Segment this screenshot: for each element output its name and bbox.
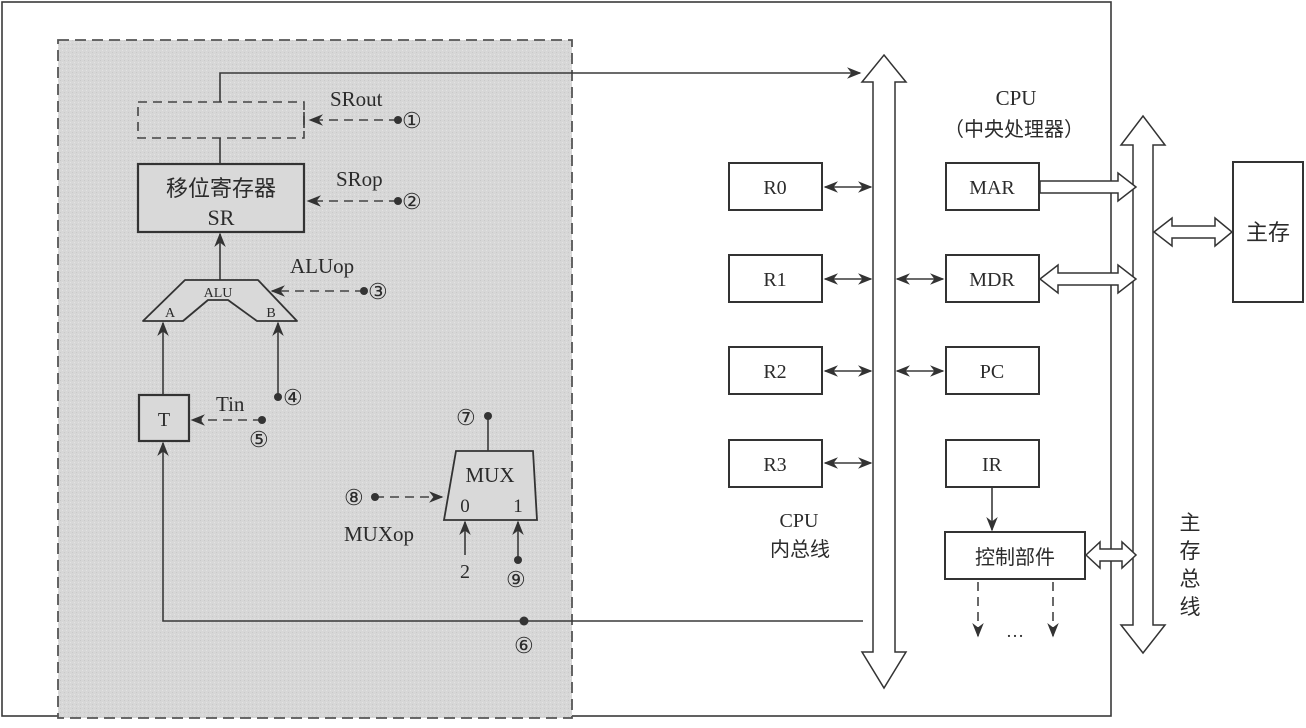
register-r1: R1 [728,254,823,303]
tin-label: Tin [216,392,245,416]
memory-bus-label-char4: 线 [1180,595,1201,619]
mar-to-memory-bus-arrow [1039,171,1138,203]
mux-const-input: 2 [460,561,470,583]
memory-bus[interactable] [1119,114,1167,655]
point-3: ③ [368,279,388,304]
cpu-internal-bus[interactable] [860,53,908,690]
register-r2-label: R2 [763,361,786,383]
point-7: ⑦ [456,405,476,430]
register-mdr-label: MDR [969,269,1015,291]
register-mdr: MDR [945,254,1040,303]
shift-register-box [136,162,306,234]
register-pc-label: PC [980,361,1004,383]
point7-dot [484,412,492,420]
srout-dot [394,116,402,124]
mux-label: MUX [465,463,514,487]
alu-input-a: A [165,306,176,321]
register-pc: PC [945,346,1040,395]
point-6: ⑥ [514,633,534,658]
memory-bus-label-char2: 存 [1180,539,1201,563]
internal-bus-label-line2: 内总线 [770,537,830,561]
mux-input-0: 0 [460,496,470,517]
internal-bus-label-line1: CPU [780,510,819,532]
aluop-dot [360,287,368,295]
datapath-region [57,39,573,719]
aluop-label: ALUop [290,254,354,278]
muxop-label: MUXop [344,522,414,546]
register-r3: R3 [728,439,823,488]
register-r1-label: R1 [763,269,786,291]
bus-to-t-line [157,441,863,622]
mdr-memory-bus-arrow [1038,263,1138,295]
srout-to-bus-line [219,67,862,102]
control-outputs-ellipsis: … [1006,621,1024,641]
cpu-title: CPU [996,86,1037,110]
srop-dot [394,197,402,205]
register-mar-label: MAR [969,177,1015,199]
point9-dot [514,556,522,564]
srop-label: SRop [336,167,383,191]
main-memory: 主存 [1232,161,1304,303]
point-2: ② [402,189,422,214]
register-r2: R2 [728,346,823,395]
cpu-subtitle: （中央处理器） [944,117,1084,141]
memory-bus-label-char1: 主 [1180,511,1201,535]
memory-bus-label-char3: 总 [1180,567,1201,591]
temp-register-label: T [158,409,170,431]
control-unit: 控制部件 [944,531,1086,580]
mux-outline [442,450,538,521]
register-r0: R0 [728,162,823,211]
register-ir: IR [945,439,1040,488]
mux-input-1: 1 [513,496,523,517]
register-ir-label: IR [982,454,1003,476]
point-4: ④ [283,385,303,410]
point-1: ① [402,108,422,133]
main-memory-label: 主存 [1246,221,1290,246]
control-unit-label: 控制部件 [975,545,1055,569]
srout-label: SRout [330,87,383,111]
tin-dot [258,416,266,424]
register-mar: MAR [945,162,1040,211]
point6-dot [519,616,529,626]
alu-label: ALU [204,286,233,301]
point-8: ⑧ [344,485,364,510]
memory-bus-to-main-memory-arrow [1152,216,1234,248]
register-r3-label: R3 [763,454,786,476]
point-5: ⑤ [249,427,269,452]
point8-dot [371,493,379,501]
point-9: ⑨ [506,567,526,592]
point4-dot [274,393,282,401]
shift-register-abbr: SR [208,205,235,230]
alu-input-b: B [266,306,275,321]
control-memory-bus-arrow [1084,540,1138,570]
shift-register-label: 移位寄存器 [166,177,276,202]
temp-register-box [137,393,191,443]
register-r0-label: R0 [763,177,786,199]
